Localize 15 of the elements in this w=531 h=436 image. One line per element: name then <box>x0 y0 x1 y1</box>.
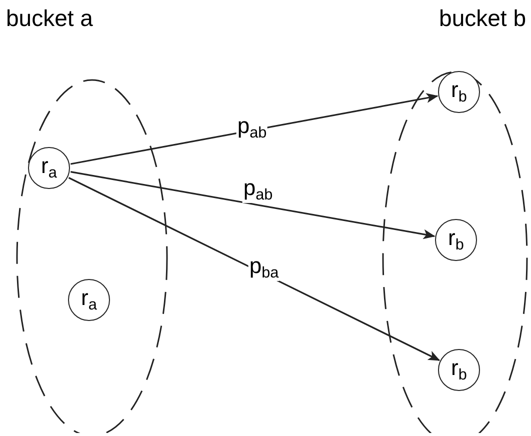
group-title: bucket b <box>439 5 526 32</box>
node-label: r$_{b}$ <box>451 78 467 105</box>
node-label: r$_{a}$ <box>41 154 57 181</box>
arrow <box>70 171 436 240</box>
circle-node <box>28 147 70 189</box>
circle-node <box>438 71 480 113</box>
circle-node <box>68 279 110 321</box>
arrow <box>70 93 438 165</box>
node-label: r$_{b}$ <box>451 356 467 383</box>
circle-node <box>438 349 480 391</box>
node-label: r$_{a}$ <box>81 286 97 313</box>
node-label: r$_{b}$ <box>448 226 464 253</box>
arrow <box>68 177 440 361</box>
group-title: bucket a <box>6 5 93 32</box>
circle-node <box>435 219 477 261</box>
